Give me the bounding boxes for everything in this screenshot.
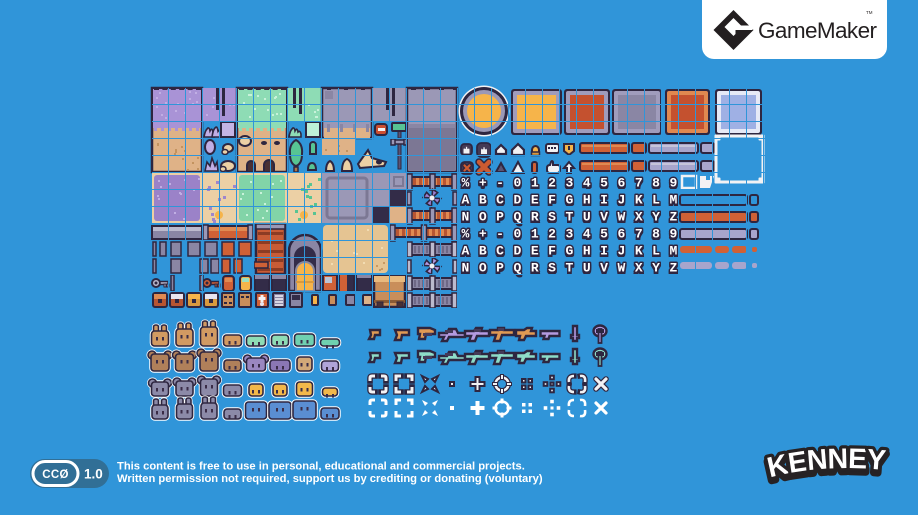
svg-text:Written permission not require: Written permission not required, support…: [117, 473, 543, 485]
svg-text:TM: TM: [866, 10, 873, 15]
svg-text:%+-0123456789: %+-0123456789: [462, 176, 687, 191]
svg-text:ABCDEFGHIJKLM: ABCDEFGHIJKLM: [462, 193, 687, 208]
svg-text:ABCDEFGHIJKLM: ABCDEFGHIJKLM: [462, 244, 687, 259]
svg-text:NOPQRSTUVWXYZ: NOPQRSTUVWXYZ: [462, 210, 687, 225]
svg-text:GameMaker: GameMaker: [758, 18, 877, 43]
svg-text:This content is free to use in: This content is free to use in personal,…: [117, 461, 525, 473]
svg-text:1.0: 1.0: [84, 467, 103, 482]
svg-text:%+-0123456789: %+-0123456789: [462, 227, 687, 242]
svg-text:NOPQRSTUVWXYZ: NOPQRSTUVWXYZ: [462, 261, 687, 276]
svg-text:CCØ: CCØ: [42, 469, 68, 481]
